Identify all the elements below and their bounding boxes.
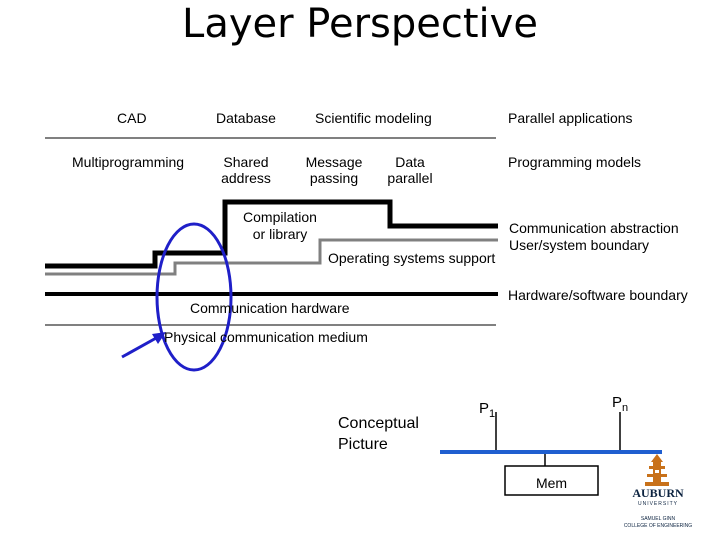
- processor-pn-label: Pn: [612, 394, 629, 414]
- slide-title: Layer Perspective: [182, 1, 538, 47]
- communication-hardware-label: Communication hardware: [190, 300, 350, 316]
- highlight-ellipse: [155, 222, 233, 372]
- auburn-logo-university: UNIVERSITY: [637, 501, 678, 507]
- database-label: Database: [216, 110, 276, 126]
- processor-p1-label: P1: [479, 400, 496, 420]
- conceptual-label-line1: Conceptual: [338, 415, 419, 432]
- conceptual-label-line2: Picture: [338, 436, 388, 453]
- processor-p1-subscript: 1: [489, 408, 496, 420]
- user-system-boundary-line: [45, 238, 498, 276]
- mem-box: [504, 465, 599, 496]
- shared-address-label-line2: address: [221, 170, 271, 186]
- operating-systems-support-label: Operating systems support: [328, 250, 496, 266]
- parallel-applications-label: Parallel applications: [508, 110, 633, 126]
- physical-medium-label: Physical communication medium: [164, 329, 368, 345]
- auburn-logo-name: AUBURN: [632, 486, 684, 500]
- data-parallel-label-line2: parallel: [387, 170, 433, 186]
- message-passing-label-line1: Message: [305, 154, 363, 170]
- multiprogramming-label: Multiprogramming: [72, 154, 185, 170]
- auburn-logo-college-line1: SAMUEL GINN: [640, 516, 676, 522]
- processor-pn-subscript: n: [622, 402, 629, 414]
- cad-label: CAD: [117, 110, 147, 126]
- programming-models-label: Programming models: [508, 154, 642, 170]
- scientific-modeling-label: Scientific modeling: [315, 110, 432, 126]
- hardware-software-boundary-label: Hardware/software boundary: [508, 287, 688, 303]
- data-parallel-label-line1: Data: [395, 154, 425, 170]
- pointer-arrow-head: [152, 332, 166, 344]
- communication-abstraction-line: [45, 199, 498, 269]
- user-system-boundary-label: User/system boundary: [509, 237, 650, 253]
- auburn-logo-college-line2: COLLEGE OF ENGINEERING: [623, 523, 693, 529]
- pointer-arrow-shaft: [121, 335, 159, 359]
- mem-label: Mem: [535, 475, 568, 491]
- compilation-label-line1: Compilation: [243, 209, 317, 225]
- shared-address-label-line1: Shared: [223, 154, 269, 170]
- communication-abstraction-label: Communication abstraction: [509, 220, 679, 236]
- message-passing-label-line2: passing: [309, 170, 359, 186]
- compilation-label-line2: or library: [252, 226, 308, 242]
- auburn-tower-logo-icon: [645, 454, 669, 486]
